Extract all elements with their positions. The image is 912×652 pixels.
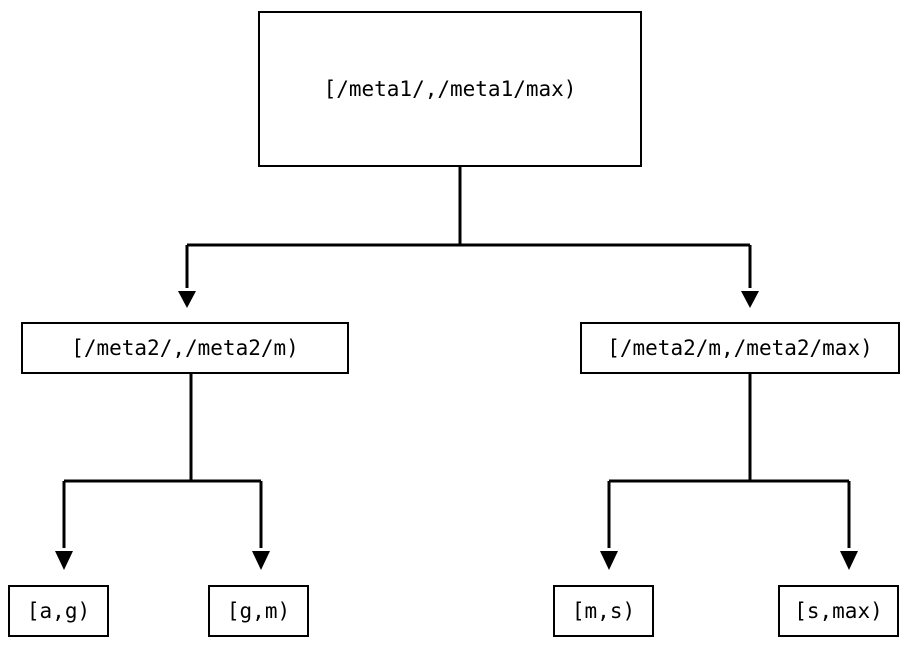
arrowhead-leaf-smax-icon — [840, 551, 858, 570]
node-leaf-s-max[interactable]: [s,max) — [778, 585, 899, 637]
arrowhead-leaf-gm-icon — [252, 551, 270, 570]
node-mid-right-label: [/meta2/m,/meta2/max) — [607, 335, 873, 360]
node-leaf-s-max-label: [s,max) — [794, 598, 883, 623]
node-leaf-m-s-label: [m,s) — [571, 598, 636, 623]
node-mid-left-label: [/meta2/,/meta2/m) — [71, 335, 299, 360]
node-root-label: [/meta1/,/meta1/max) — [323, 76, 577, 101]
arrowhead-mid-left-icon — [178, 291, 196, 308]
node-leaf-m-s[interactable]: [m,s) — [553, 585, 654, 637]
arrowhead-mid-right-icon — [741, 291, 759, 308]
node-root[interactable]: [/meta1/,/meta1/max) — [258, 11, 642, 167]
node-mid-left[interactable]: [/meta2/,/meta2/m) — [21, 322, 349, 374]
node-leaf-a-g-label: [a,g) — [26, 598, 91, 623]
node-leaf-a-g[interactable]: [a,g) — [8, 585, 109, 637]
node-leaf-g-m-label: [g,m) — [226, 598, 291, 623]
arrowhead-leaf-ms-icon — [600, 551, 618, 570]
arrowhead-leaf-ag-icon — [55, 551, 73, 570]
node-leaf-g-m[interactable]: [g,m) — [208, 585, 309, 637]
node-mid-right[interactable]: [/meta2/m,/meta2/max) — [580, 322, 900, 374]
